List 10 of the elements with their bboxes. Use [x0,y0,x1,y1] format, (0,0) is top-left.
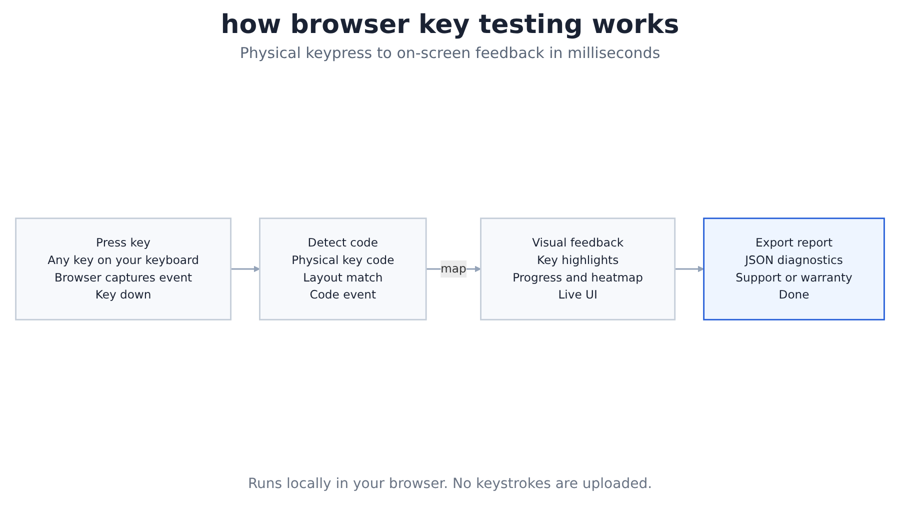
node-box: Detect code Physical key code Layout match Code event [259,218,427,320]
arrow [230,266,260,272]
edge-label: map [440,262,466,276]
node-box: Visual feedback Key highlights Progress and heatmap Live UI [480,218,676,320]
caption: Runs locally in your browser. No keystrokes are uploaded. [248,476,652,492]
title: how browser key testing works [220,10,680,40]
node-box: Press key Any key on your keyboard Browser captures event Key down [15,218,232,320]
subtitle: Physical keypress to on-screen feedback in milliseconds [240,44,660,62]
arrow [674,266,704,272]
node-box: Export report JSON diagnostics Support or warranty Done [703,218,885,320]
